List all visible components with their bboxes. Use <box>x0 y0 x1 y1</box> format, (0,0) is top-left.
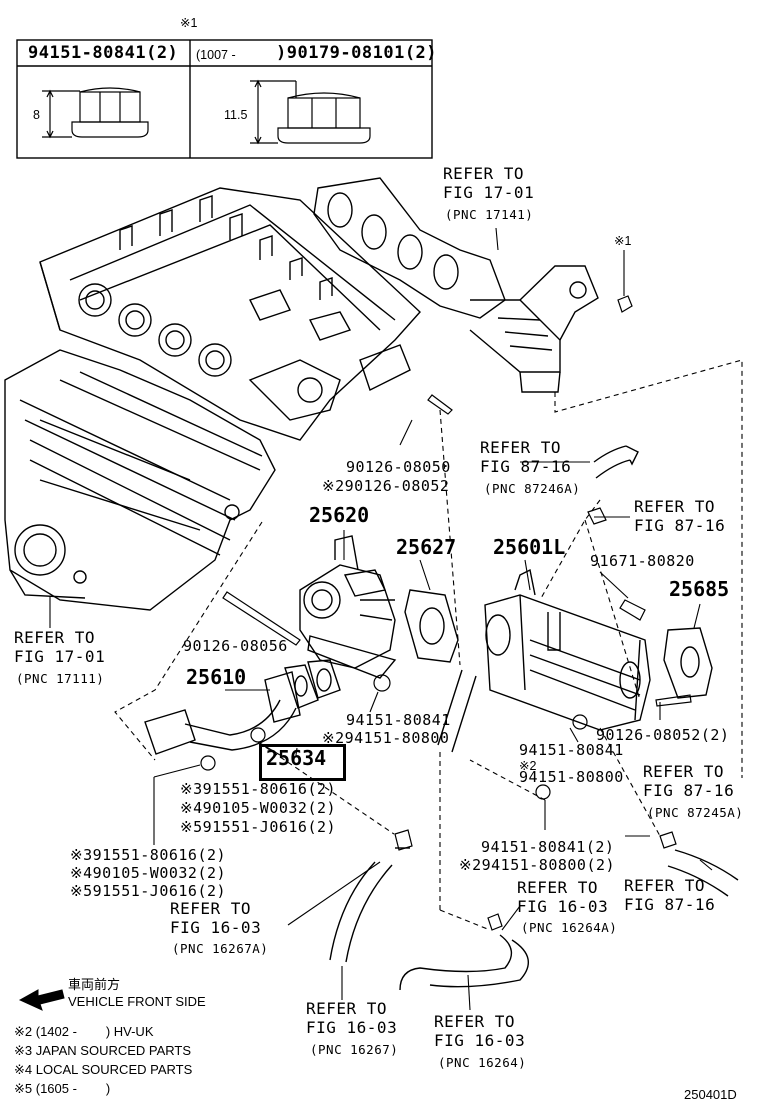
egr-valve-illustration <box>299 535 397 679</box>
part-25685[interactable]: 25685 <box>669 577 730 601</box>
part-25627[interactable]: 25627 <box>396 535 457 559</box>
nut-mark-right: ※2 <box>519 759 537 773</box>
bolt-90105-w0032-left[interactable]: ※490105-W0032(2) <box>70 864 227 882</box>
egr-pipe-illustration <box>144 671 301 755</box>
table-mark: ※1 <box>180 16 198 30</box>
bolt-91551-j0616-left[interactable]: ※591551-J0616(2) <box>70 882 227 900</box>
note-3: ※3 JAPAN SOURCED PARTS <box>14 1043 192 1058</box>
note-4: ※4 LOCAL SOURCED PARTS <box>14 1062 193 1077</box>
stud-90126-08052-2[interactable]: 90126-08052(2) <box>596 726 730 744</box>
fasteners <box>200 295 692 931</box>
table-left-part: 94151-80841(2) <box>28 43 179 63</box>
part-25610[interactable]: 25610 <box>186 665 247 689</box>
table-left-height: 8 <box>33 108 40 122</box>
cylinder-head-illustration <box>39 187 421 441</box>
front-label-jp: 車両前方 <box>68 977 121 992</box>
nut-94151-80800-mid[interactable]: ※294151-80800 <box>322 729 450 747</box>
nut-94151-80841-mid[interactable]: 94151-80841 <box>346 711 451 729</box>
note-5: ※5 (1605 - ) <box>14 1081 111 1096</box>
note-2: ※2 (1402 - ) HV-UK <box>14 1024 154 1039</box>
gasket-25634-illustration <box>284 659 341 709</box>
nut-94151-80841-right[interactable]: 94151-80841 <box>519 741 624 759</box>
figure-id: 250401D <box>684 1087 737 1102</box>
bolt-91551-80616-left[interactable]: ※391551-80616(2) <box>70 846 227 864</box>
stud-90126-08052[interactable]: ※290126-08052 <box>322 477 450 495</box>
part-25620[interactable]: 25620 <box>309 503 370 527</box>
nut-94151-80841-low[interactable]: 94151-80841(2) <box>481 838 615 856</box>
stud-90126-08050[interactable]: 90126-08050 <box>346 458 451 476</box>
nut-94151-80800-right[interactable]: 94151-80800 <box>519 768 624 786</box>
bolt-91551-80616-ctr[interactable]: ※391551-80616(2) <box>180 780 337 798</box>
part-25634[interactable]: 25634 <box>266 746 327 770</box>
mark-x1: ※1 <box>614 234 632 248</box>
gasket-25685-illustration <box>663 627 713 699</box>
stud-90126-08056[interactable]: 90126-08056 <box>183 637 288 655</box>
bolt-91671-80820[interactable]: 91671-80820 <box>590 552 695 570</box>
table-right-height: 11.5 <box>224 108 248 122</box>
nut-94151-80800-low[interactable]: ※294151-80800(2) <box>459 856 616 874</box>
intake-manifold-illustration <box>4 349 276 611</box>
front-label-en: VEHICLE FRONT SIDE <box>68 994 206 1009</box>
table-right-part: )90179-08101(2) <box>276 43 438 63</box>
flange-nut-small-icon <box>42 87 149 139</box>
bolt-91551-j0616-ctr[interactable]: ※591551-J0616(2) <box>180 818 337 836</box>
hardware-table-frame <box>16 39 433 159</box>
vehicle-front-arrow-icon <box>18 989 65 1011</box>
bolt-90105-w0032-ctr[interactable]: ※490105-W0032(2) <box>180 799 337 817</box>
egr-cooler-illustration <box>484 568 651 731</box>
highlight-box <box>259 744 346 781</box>
part-25601l[interactable]: 25601L <box>493 535 566 559</box>
table-right-prefix: (1007 - <box>196 48 236 62</box>
dashed-connection-lines <box>114 359 743 931</box>
gasket-25627-illustration <box>404 589 459 663</box>
leader-lines <box>49 227 713 1011</box>
exhaust-manifold-illustration <box>313 177 599 393</box>
flange-nut-large-icon <box>250 79 371 145</box>
